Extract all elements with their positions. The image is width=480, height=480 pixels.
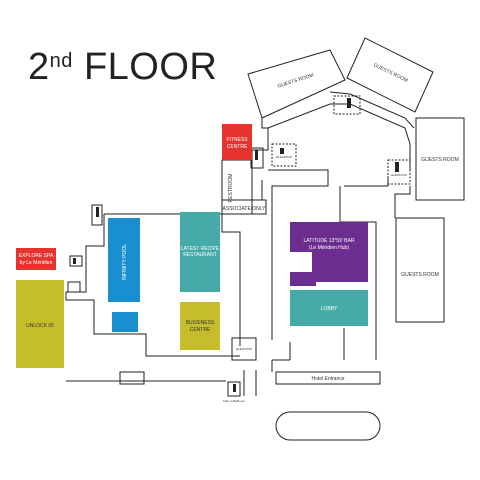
explore-spa-label-2: by Le Méridien bbox=[20, 260, 53, 266]
guest-room-east-top-shape[interactable] bbox=[415, 117, 465, 201]
guest-room-nw-label: GUESTS ROOM bbox=[277, 72, 315, 89]
guest-room-east-bottom-label: GUESTS ROOM bbox=[401, 272, 439, 278]
unlock-zone[interactable] bbox=[16, 280, 64, 368]
restroom-label: RESTROOM bbox=[228, 174, 234, 203]
lobby-zone[interactable] bbox=[290, 290, 368, 326]
latitude-bar-zone[interactable] bbox=[290, 222, 368, 286]
explore-spa-label-1: EXPLORE SPA bbox=[19, 253, 54, 259]
business-centre-zone[interactable] bbox=[180, 302, 220, 350]
restaurant-zone[interactable] bbox=[180, 212, 220, 292]
business-label-2: CENTRE bbox=[190, 327, 211, 333]
infinity-pool-label: INFINITY POOL bbox=[122, 244, 128, 280]
elevator-lobby-label: ELEVATOR bbox=[236, 347, 252, 351]
hotel-entrance-label: Hotel Entrance bbox=[311, 376, 344, 382]
restaurant-label-1: LATEST RECIPE bbox=[181, 246, 220, 252]
elevator-north-label: ELEVATOR bbox=[276, 155, 292, 159]
floor-word: FLOOR bbox=[72, 46, 218, 88]
floor-number: 2 bbox=[28, 46, 50, 88]
stair-to-ballroom-label: Stair to Ballroom bbox=[223, 399, 246, 403]
guest-room-ne-label: GUESTS ROOM bbox=[372, 62, 408, 84]
explore-spa-zone[interactable] bbox=[16, 248, 56, 270]
elevator-east-label: ELEVATOR bbox=[391, 173, 407, 177]
unlock-label: UNLOCK 05 bbox=[26, 323, 54, 329]
hotel-entrance-shape[interactable] bbox=[275, 371, 381, 385]
floor-ordinal: nd bbox=[49, 50, 73, 72]
fitness-label-2: CENTRE bbox=[227, 144, 248, 150]
bar-label-2: (Le Méridien Hub) bbox=[309, 245, 349, 251]
fitness-label-1: FITNESS bbox=[226, 137, 248, 143]
guest-room-east-bottom-shape[interactable] bbox=[395, 217, 445, 323]
guest-room-east-top-label: GUESTS ROOM bbox=[421, 157, 459, 163]
guest-room-ne-shape[interactable] bbox=[346, 37, 434, 113]
guest-room-nw-shape[interactable] bbox=[247, 49, 346, 119]
driveway-oval bbox=[275, 411, 381, 441]
fitness-centre-zone[interactable] bbox=[222, 124, 252, 160]
lobby-label: LOBBY bbox=[321, 306, 338, 312]
infinity-pool-zone[interactable] bbox=[108, 218, 140, 302]
restaurant-label-2: RESTAURANT bbox=[183, 252, 217, 258]
floor-title: 2nd FLOOR bbox=[28, 46, 217, 89]
associate-only-label: ASSOCIATE ONLY bbox=[223, 206, 267, 212]
pool-basin-zone bbox=[112, 312, 138, 332]
bar-label-1: LATITUDE 13°59' BAR bbox=[304, 238, 355, 244]
business-label-1: BUSSINESS bbox=[186, 320, 215, 326]
